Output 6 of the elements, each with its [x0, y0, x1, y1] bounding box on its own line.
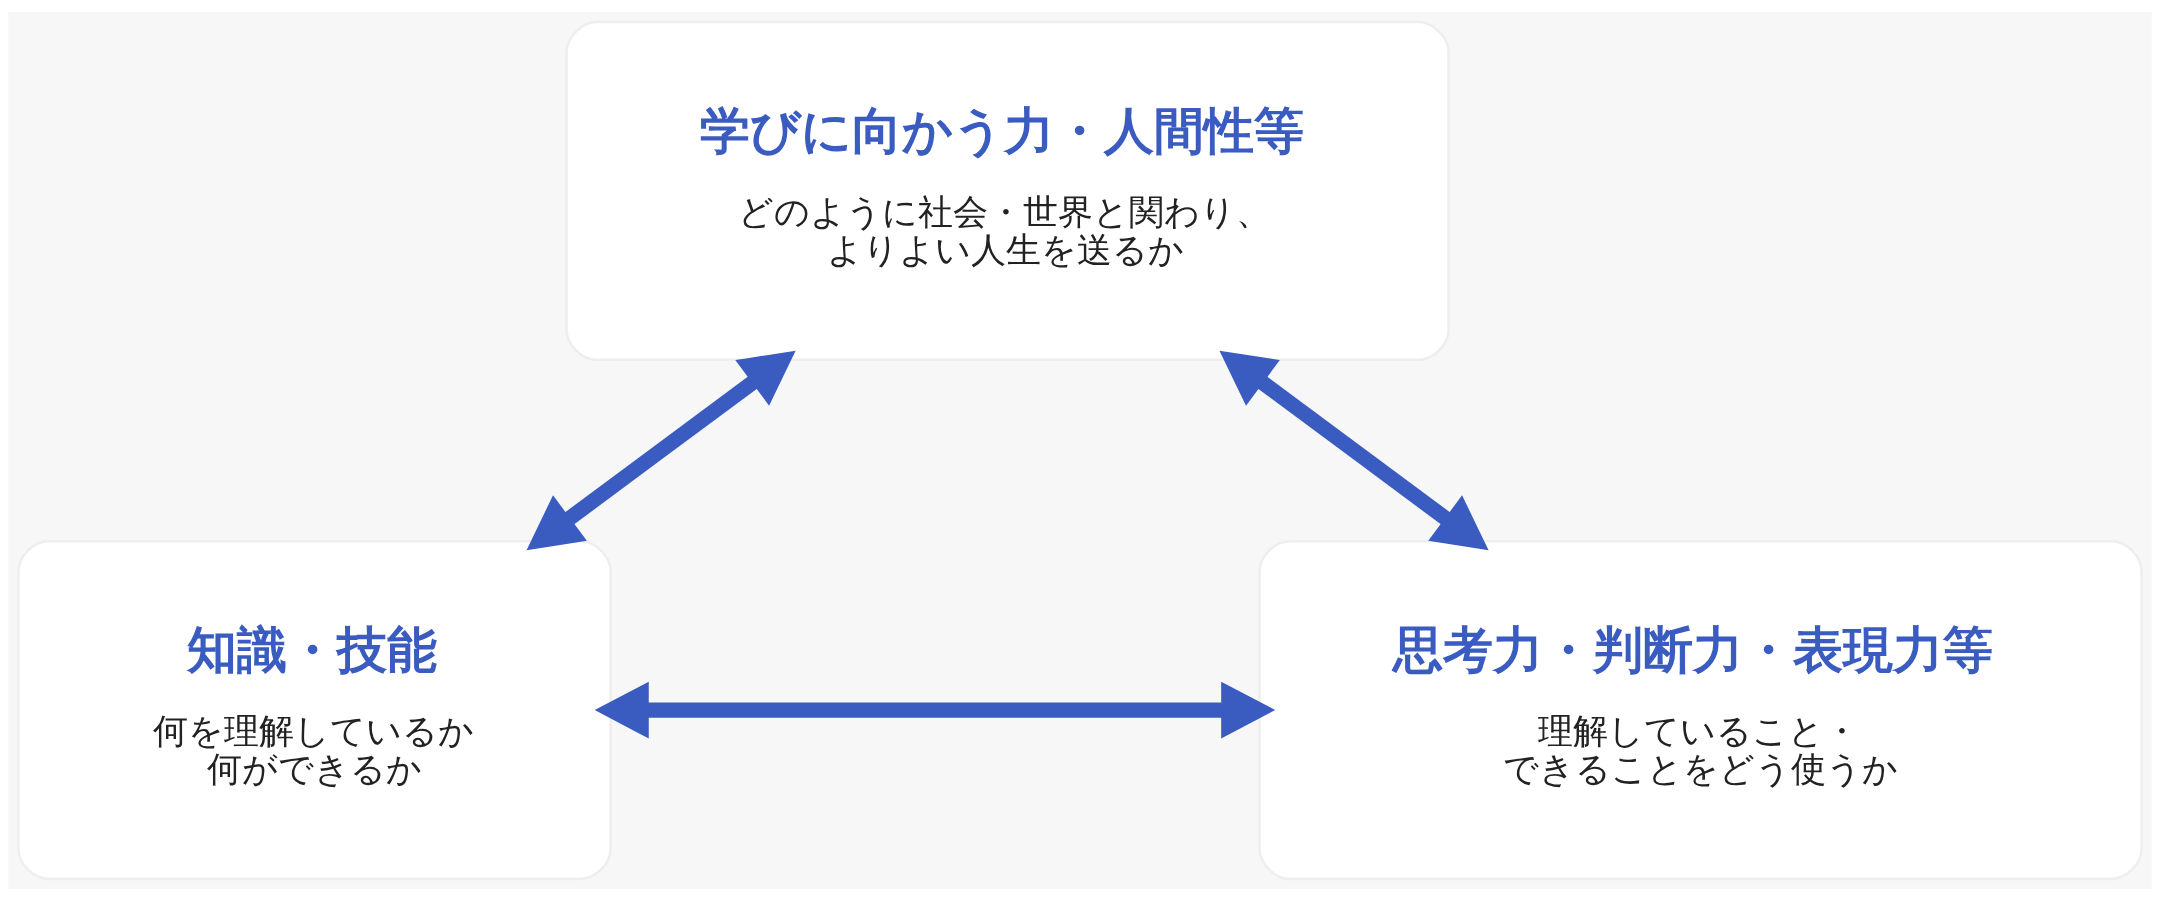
node-box: 知識・技能 何を理解しているか何ができるか [17, 539, 612, 880]
node-box: 学びに向かう力・人間性等 どのように社会・世界と関わり、よりよい人生を送るか [565, 20, 1450, 361]
arrow [1219, 350, 1489, 550]
node-box: 思考力・判断力・表現力等 理解していること・できることをどう使うか [1258, 539, 2143, 880]
arrow [526, 350, 796, 550]
arrow [594, 681, 1276, 738]
